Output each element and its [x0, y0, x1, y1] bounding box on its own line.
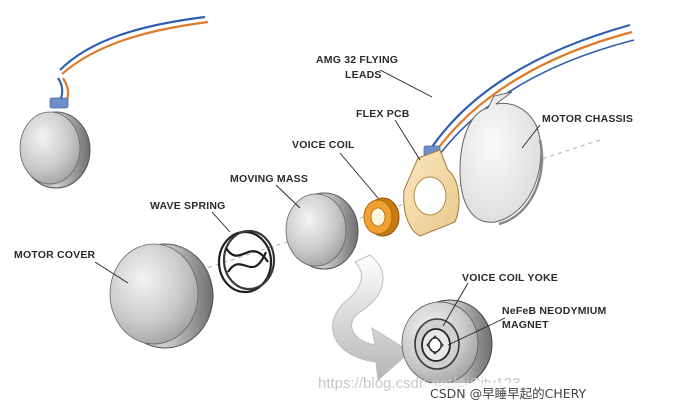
moving-mass — [285, 192, 359, 270]
credit-text: CSDN @早睡早起的CHERY — [430, 386, 587, 401]
leader-lines — [94, 69, 541, 346]
assembled-motor — [19, 15, 209, 189]
credit-background — [424, 383, 668, 403]
wave-spring — [217, 229, 276, 294]
voice-coil — [363, 197, 400, 237]
label-amg-leads-line1: AMG 32 FLYING — [316, 54, 398, 66]
label-flex-pcb: FLEX PCB — [356, 108, 410, 120]
label-amg-leads-line2: LEADS — [345, 69, 382, 81]
label-wave-spring: WAVE SPRING — [150, 200, 226, 212]
label-motor-cover: MOTOR COVER — [14, 249, 96, 261]
motor-chassis — [459, 91, 544, 226]
label-voice-coil-yoke: VOICE COIL YOKE — [462, 272, 558, 284]
label-magnet-line2: MAGNET — [502, 319, 549, 331]
flex-pcb — [403, 23, 635, 237]
label-moving-mass: MOVING MASS — [230, 173, 308, 185]
label-voice-coil: VOICE COIL — [292, 139, 355, 151]
label-magnet-line1: NeFeB NEODYMIUM — [502, 305, 607, 317]
motor-cover — [109, 243, 214, 349]
assembly-arrow — [332, 254, 411, 382]
label-motor-chassis: MOTOR CHASSIS — [542, 113, 633, 125]
